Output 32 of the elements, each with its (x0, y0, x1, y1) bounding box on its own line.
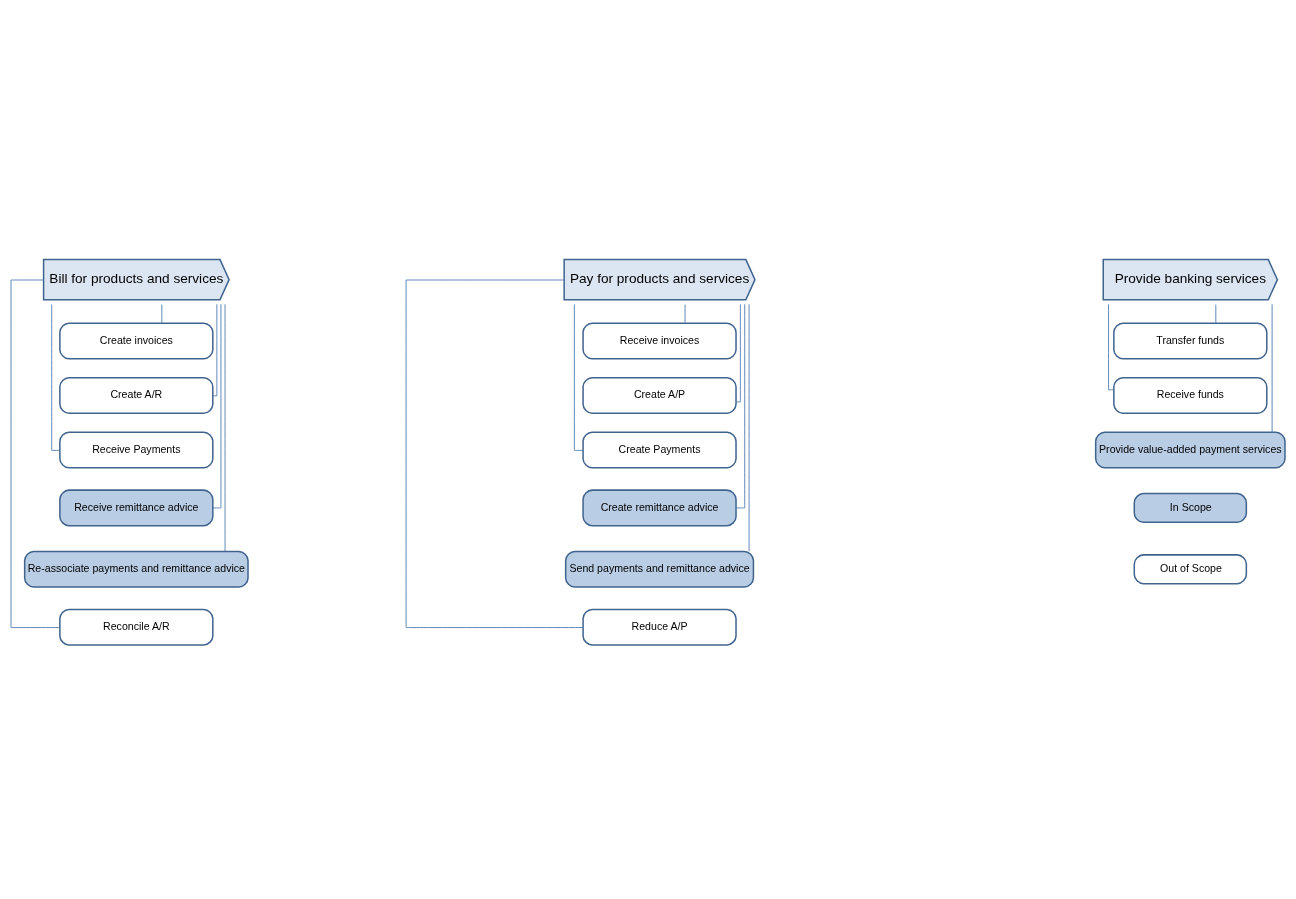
node-box: Receive invoices (582, 321, 737, 359)
connector (748, 303, 750, 552)
connector (735, 303, 741, 402)
connector (735, 303, 746, 508)
connector (212, 303, 218, 396)
connector (161, 303, 163, 323)
legend-label: Out of Scope (1160, 561, 1222, 574)
connector (684, 303, 686, 323)
node-box: Send payments and remittance advice (564, 550, 755, 588)
node-box: Receive Payments (59, 430, 214, 469)
node-box: Create A/P (582, 376, 737, 414)
node-box: Provide value-added payment services (1094, 430, 1286, 469)
connector (224, 303, 226, 552)
node-box: Receive funds (1113, 376, 1268, 414)
connector (573, 303, 584, 451)
node-box: Receive remittance advice (59, 488, 214, 526)
node-box: Reconcile A/R (59, 608, 214, 646)
legend-label: In Scope (1169, 500, 1212, 513)
node-box: Reduce A/P (582, 608, 737, 646)
node-box: Create Payments (582, 430, 737, 469)
connector (51, 303, 61, 451)
node-box: Create invoices (59, 321, 214, 359)
connector (10, 279, 61, 628)
connector (1215, 303, 1217, 323)
node-box: Create remittance advice (582, 488, 737, 526)
node-box: Re-associate payments and remittance advice (23, 550, 249, 588)
connector (212, 303, 222, 508)
connector (1108, 303, 1115, 390)
node-box: Create A/R (59, 376, 214, 414)
connector (405, 279, 584, 628)
connector (1271, 303, 1273, 432)
node-box: Transfer funds (1113, 321, 1268, 359)
